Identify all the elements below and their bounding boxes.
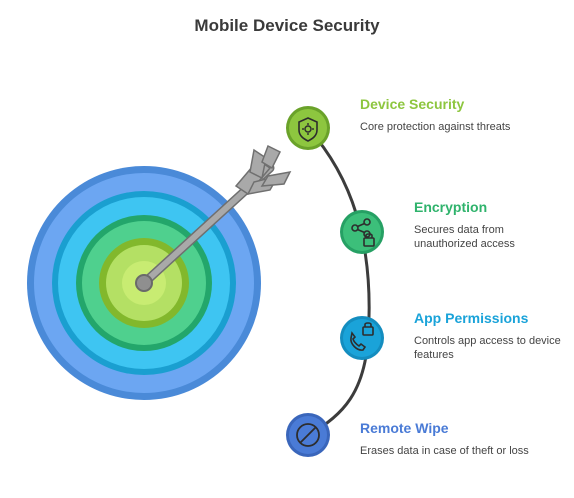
phone-lock-icon (350, 322, 374, 351)
item-title: Device Security (360, 96, 465, 112)
item-description: Core protection against threats (360, 121, 511, 133)
node-1 (286, 106, 330, 150)
node-fill (343, 319, 381, 357)
connector-arc (306, 127, 371, 437)
shield-gear-icon (298, 117, 318, 142)
node-3 (340, 316, 384, 360)
node-4 (286, 413, 330, 457)
node-2 (340, 210, 384, 254)
node-fill (289, 109, 327, 147)
item-title: Remote Wipe (360, 420, 449, 436)
item-title: Encryption (414, 199, 488, 215)
arrow-icon (135, 144, 292, 292)
page-title: Mobile Device Security (194, 16, 380, 35)
item-title: App Permissions (414, 310, 529, 326)
item-description: Secures data from unauthorized access (414, 224, 515, 250)
item-description: Erases data in case of theft or loss (360, 445, 529, 457)
share-lock-icon (351, 218, 375, 247)
prohibited-icon (296, 423, 320, 447)
item-description: Controls app access to device features (414, 335, 561, 361)
